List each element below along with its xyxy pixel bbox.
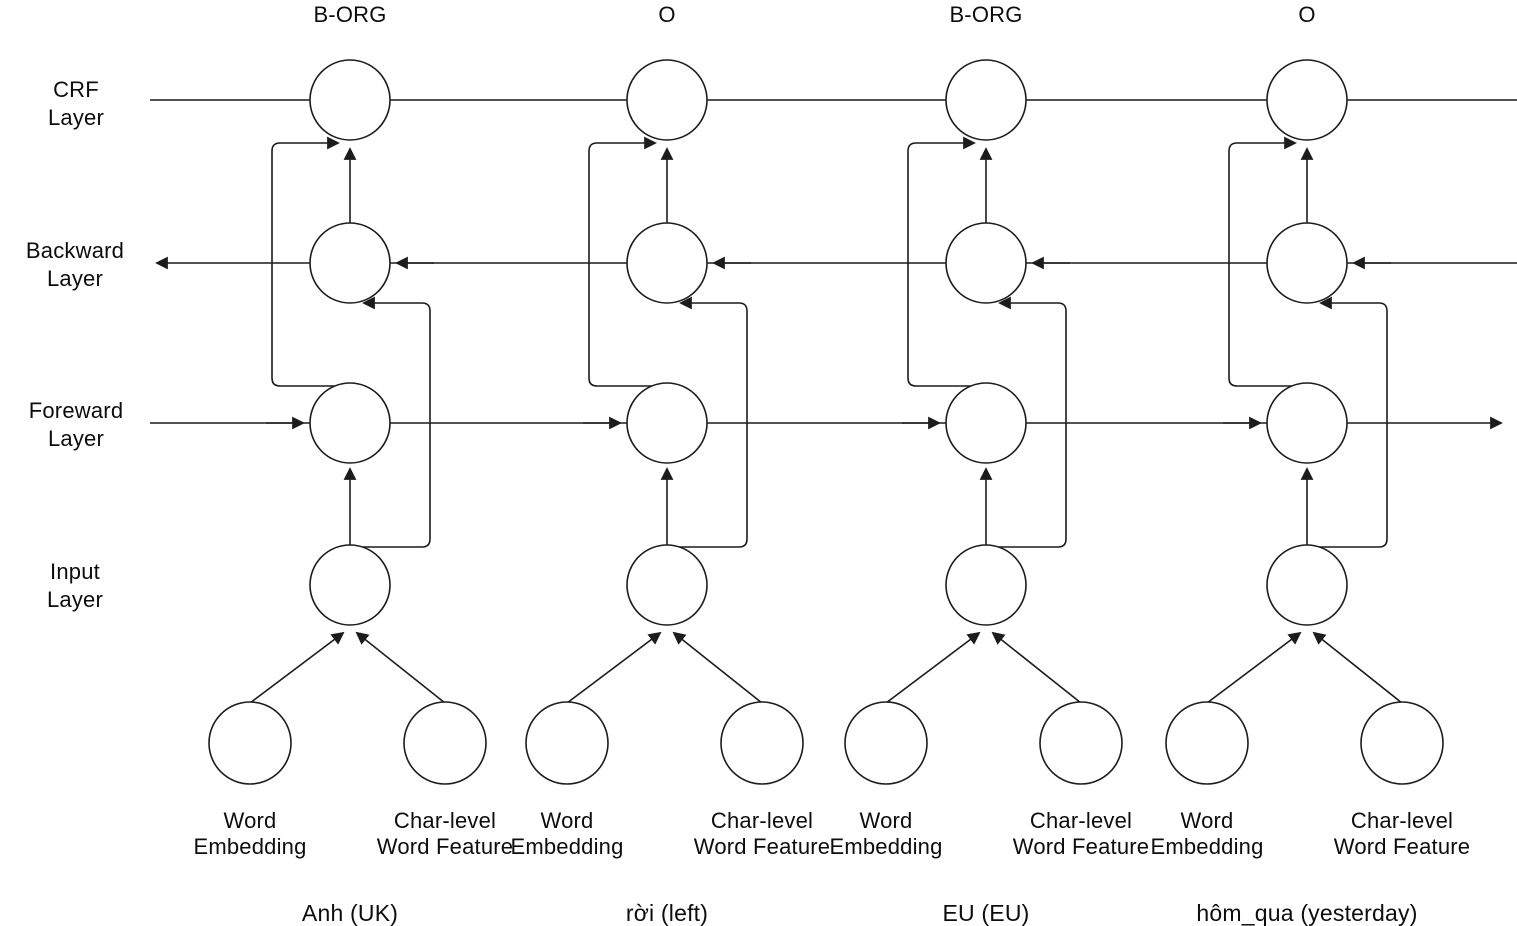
char-feature-label-text: Char-level	[1029, 808, 1133, 833]
input-node	[1266, 544, 1348, 626]
input-to-backward-arrow	[1319, 296, 1388, 548]
word-embedding-label-text: Word	[1180, 808, 1234, 833]
char-feature-node	[403, 701, 487, 785]
word-label: hôm_qua (yesterday)	[1196, 900, 1417, 926]
forward-to-crf-arrow	[271, 136, 340, 387]
forward-node	[626, 382, 708, 464]
layer-label-input: Input Layer	[47, 558, 103, 614]
forward-node	[309, 382, 391, 464]
columns-layer	[208, 59, 1444, 785]
word-embedding-node	[525, 701, 609, 785]
forward-to-crf-arrow	[1228, 136, 1297, 387]
char-feature-to-input-arrow	[991, 631, 1082, 704]
word-embedding-label-text: Embedding	[1150, 834, 1264, 859]
column-3	[844, 59, 1123, 785]
forward-to-crf-arrow	[588, 136, 657, 387]
word-embedding-label-text: Embedding	[510, 834, 624, 859]
layer-label-line: Backward	[25, 238, 125, 263]
word-embedding-node	[208, 701, 292, 785]
column-4	[1165, 59, 1444, 785]
input-to-backward-arrow	[679, 296, 748, 548]
char-feature-label-text: Char-level	[393, 808, 497, 833]
layer-label-line: Input	[50, 559, 100, 584]
backward-node	[945, 222, 1027, 304]
char-feature-label-text: Word Feature	[1012, 834, 1150, 859]
forward-node	[1266, 382, 1348, 464]
input-to-backward-arrow	[362, 296, 431, 548]
tag-label: O	[1298, 2, 1315, 28]
word-label-text: hôm_qua (yesterday)	[1196, 900, 1418, 926]
word-label-text: Anh (UK)	[301, 900, 399, 926]
layer-label-foreward: Foreward Layer	[29, 397, 124, 453]
word-label: rời (left)	[626, 900, 708, 926]
forward-to-crf-arrow	[907, 136, 976, 387]
backward-node	[309, 222, 391, 304]
tag-label-text: B-ORG	[949, 2, 1023, 27]
char-feature-label-text: Char-level	[710, 808, 814, 833]
input-to-backward-arrow	[998, 296, 1067, 548]
tag-label: O	[658, 2, 675, 28]
word-embedding-label-text: Embedding	[193, 834, 307, 859]
word-label: EU (EU)	[942, 900, 1029, 926]
column-1	[208, 59, 487, 785]
tag-label-text: O	[658, 2, 676, 27]
input-node	[945, 544, 1027, 626]
char-feature-node	[1360, 701, 1444, 785]
crf-node	[945, 59, 1027, 141]
crf-node	[1266, 59, 1348, 141]
input-node	[626, 544, 708, 626]
layer-label-line: Layer	[46, 587, 104, 612]
char-feature-label-text: Word Feature	[1333, 834, 1471, 859]
char-feature-to-input-arrow	[672, 631, 763, 704]
layer-label-line: Foreward	[28, 398, 124, 423]
word-embedding-node	[844, 701, 928, 785]
word-embedding-node	[1165, 701, 1249, 785]
word-embedding-to-input-arrow	[885, 631, 981, 704]
word-embedding-label-text: Embedding	[829, 834, 943, 859]
word-embedding-to-input-arrow	[1206, 631, 1302, 704]
tag-label-text: B-ORG	[313, 2, 387, 27]
char-feature-label-text: Char-level	[1350, 808, 1454, 833]
layer-label-line: Layer	[47, 426, 105, 451]
column-2	[525, 59, 804, 785]
crf-node	[309, 59, 391, 141]
char-feature-to-input-arrow	[1312, 631, 1403, 704]
tag-label: B-ORG	[949, 2, 1022, 28]
layer-label-line: Layer	[46, 266, 104, 291]
word-label-text: rời (left)	[625, 900, 709, 926]
backward-node	[1266, 222, 1348, 304]
char-feature-label-text: Word Feature	[693, 834, 831, 859]
char-feature-to-input-arrow	[355, 631, 446, 704]
layer-label-crf: CRF Layer	[48, 76, 104, 132]
char-feature-label-text: Word Feature	[376, 834, 514, 859]
tag-label-text: O	[1298, 2, 1316, 27]
layer-label-line: CRF	[53, 77, 99, 102]
layer-label-line: Layer	[47, 105, 105, 130]
crf-node	[626, 59, 708, 141]
word-label: Anh (UK)	[302, 900, 398, 926]
backward-node	[626, 222, 708, 304]
word-embedding-to-input-arrow	[249, 631, 345, 704]
tag-label: B-ORG	[313, 2, 386, 28]
forward-node	[945, 382, 1027, 464]
char-feature-node	[1039, 701, 1123, 785]
char-feature-node	[720, 701, 804, 785]
word-embedding-label-text: Word	[540, 808, 594, 833]
input-node	[309, 544, 391, 626]
word-label-text: EU (EU)	[942, 900, 1030, 926]
word-embedding-label-text: Word	[223, 808, 277, 833]
layer-label-backward: Backward Layer	[26, 237, 124, 293]
word-embedding-label-text: Word	[859, 808, 913, 833]
word-embedding-to-input-arrow	[566, 631, 662, 704]
